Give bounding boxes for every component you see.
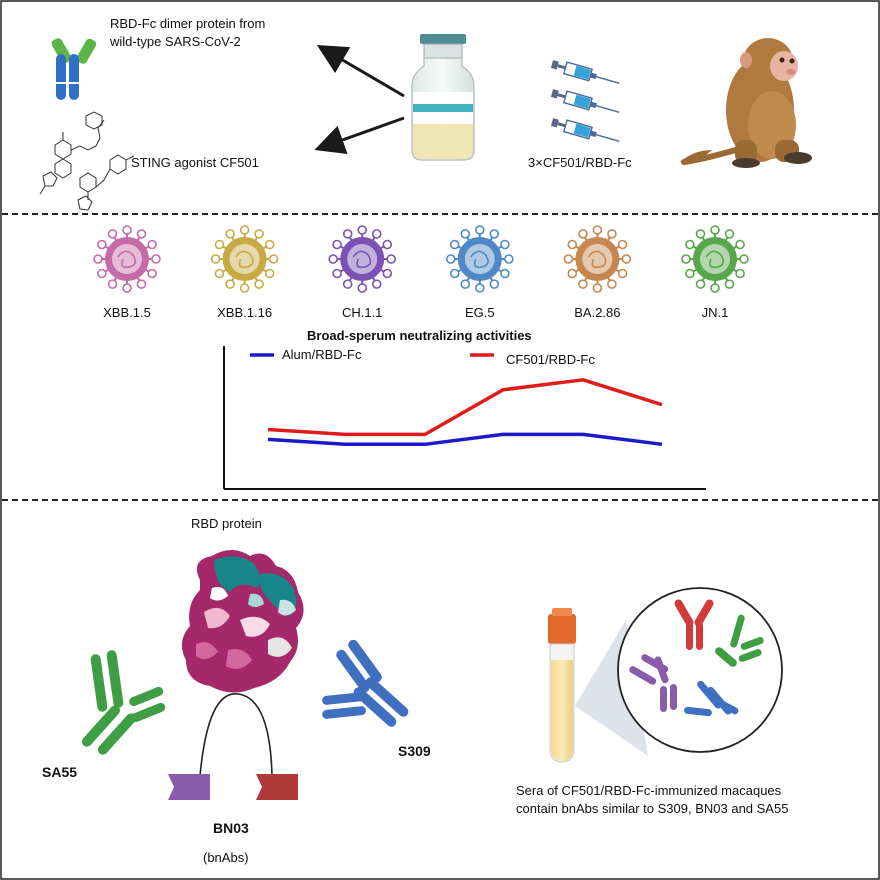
variant-label-5: BA.2.86 xyxy=(574,305,621,320)
series-line-1 xyxy=(267,432,663,447)
arrow-to-cf501 xyxy=(314,116,405,155)
purple-antibody-icon xyxy=(629,654,677,712)
chart-title: Broad-sperum neutralizing activities xyxy=(307,328,532,343)
rbd-protein-label: RBD protein xyxy=(191,516,262,531)
sa55-label: SA55 xyxy=(42,764,78,780)
variant-label-3: CH.1.1 xyxy=(341,305,383,320)
virus-icon-4 xyxy=(445,225,514,293)
sting-agonist-label: STING agonist CF501 xyxy=(131,155,259,170)
series-line-2 xyxy=(267,378,663,437)
variant-label-6: JN.1 xyxy=(701,305,729,320)
virus-icon-3 xyxy=(328,225,397,293)
bn03-label: BN03 xyxy=(213,820,249,836)
variant-label-2: XBB.1.16 xyxy=(217,305,273,320)
virus-icon-6 xyxy=(681,225,749,293)
vaccine-vial-icon xyxy=(411,34,475,161)
chart-plot-area xyxy=(267,378,663,447)
virus-icon-5 xyxy=(563,225,632,293)
bn03-antibody-icon xyxy=(168,693,298,800)
rbd-fc-label-line2: wild-type SARS-CoV-2 xyxy=(110,34,241,49)
syringe-icon-3 xyxy=(550,118,620,142)
legend-label-cf501: CF501/RBD-Fc xyxy=(506,352,595,367)
sera-description-line2: contain bnAbs similar to S309, BN03 and … xyxy=(516,801,789,816)
rbd-fc-dimer-icon xyxy=(51,38,97,100)
red-antibody-icon xyxy=(674,599,714,650)
sera-description-line1: Sera of CF501/RBD-Fc-immunized macaques xyxy=(516,783,782,798)
macaque-icon xyxy=(680,38,812,168)
s309-antibody-icon xyxy=(322,639,409,727)
variant-label-1: XBB.1.5 xyxy=(103,305,151,320)
syringe-icon-1 xyxy=(550,60,620,84)
green-antibody-icon xyxy=(715,614,764,667)
variant-label-4: EG.5 xyxy=(464,305,495,320)
rbd-fc-label-line1: RBD-Fc dimer protein from xyxy=(110,16,266,31)
arrow-to-rbd-fc xyxy=(316,44,405,98)
rbd-protein-structure-icon xyxy=(181,550,304,693)
variant-virus-row xyxy=(93,225,749,293)
serum-tube-icon xyxy=(548,608,576,763)
legend-label-alum: Alum/RBD-Fc xyxy=(282,347,362,362)
virus-icon-2 xyxy=(210,225,279,293)
sa55-antibody-icon xyxy=(81,650,166,755)
virus-icon-1 xyxy=(93,225,161,293)
s309-label: S309 xyxy=(398,743,431,759)
bnabs-label: (bnAbs) xyxy=(203,850,249,865)
syringe-icon-2 xyxy=(550,89,620,113)
dose-regimen-label: 3×CF501/RBD-Fc xyxy=(528,155,632,170)
cf501-molecule-icon xyxy=(39,111,135,211)
blue-antibody-icon xyxy=(684,680,739,717)
